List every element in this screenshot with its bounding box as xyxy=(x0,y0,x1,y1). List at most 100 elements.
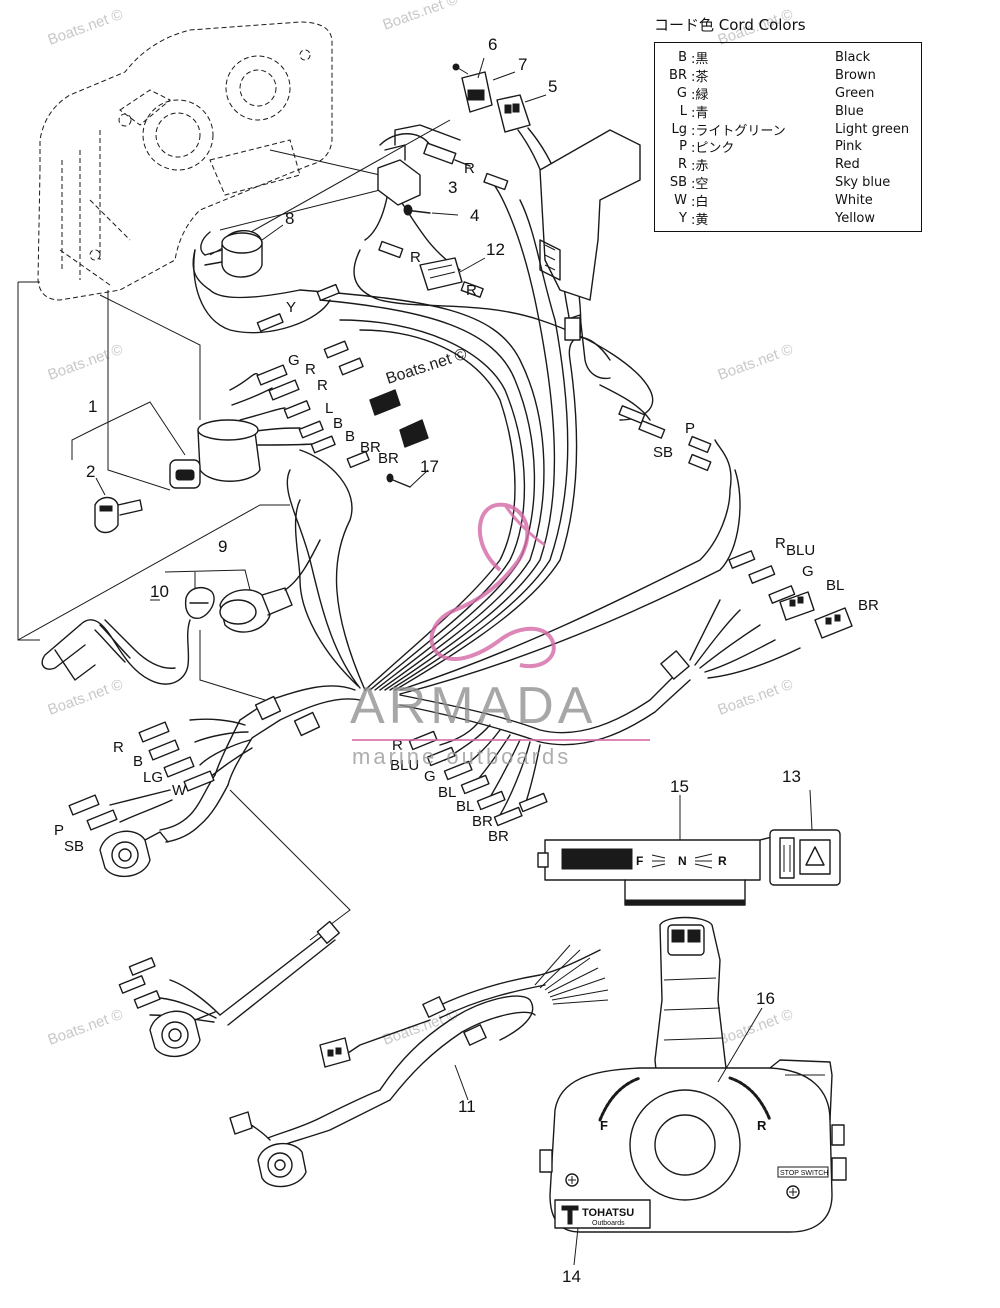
tohatsu-logo: TOHATSU xyxy=(582,1207,634,1219)
wire-label-bl: BL xyxy=(826,577,844,594)
brand-name: ARMADA xyxy=(350,677,597,735)
watermark: Boats.net © xyxy=(716,1006,796,1049)
wire-label-g: G xyxy=(802,563,814,580)
wire-label-sb: SB xyxy=(653,444,673,461)
lanyard-part-10 xyxy=(41,586,215,685)
engine-housing-outline xyxy=(37,21,333,301)
wire-label-br: BR xyxy=(472,813,493,830)
wire-label-br: BR xyxy=(360,439,381,456)
legend-code: Lg xyxy=(671,121,688,137)
wire-label-g: G xyxy=(288,352,300,369)
callout-14: 14 xyxy=(562,1267,581,1286)
legend-english: Yellow xyxy=(835,210,876,226)
wire-label-b: B xyxy=(133,753,143,770)
callout-5: 5 xyxy=(548,77,557,96)
brand-tagline: marine outboards xyxy=(352,744,572,769)
cord-color-legend: B :黒 Black BR :茶 Brown G :緑 Green L :青 B… xyxy=(654,42,922,232)
callout-9: 9 xyxy=(218,537,227,556)
wire-labels: R R R Y G R R L B B BR BR P SB R BLU G B… xyxy=(54,160,879,855)
watermark: Boats.net © xyxy=(46,341,126,384)
legend-row: B :黒 Black xyxy=(665,49,913,67)
watermark: Boats.net © xyxy=(46,1006,126,1049)
shift-neutral-label: N xyxy=(678,854,687,868)
wire-label-sb: SB xyxy=(64,838,84,855)
legend-row: Lg :ライトグリーン Light green xyxy=(665,120,913,139)
wire-label-r: R xyxy=(410,249,421,266)
brand-logo-mark xyxy=(429,502,556,669)
legend-english: Light green xyxy=(835,121,910,137)
watermark-dark: Boats.net © xyxy=(384,346,469,388)
relay-part-3 xyxy=(377,124,509,206)
harness-bundle-left xyxy=(68,685,361,941)
wire-label-blu: BLU xyxy=(786,542,815,559)
terminal-part-17 xyxy=(386,469,429,488)
callout-2: 2 xyxy=(86,462,95,481)
legend-code: L xyxy=(679,103,687,119)
wire-label-r: R xyxy=(113,739,124,756)
remote-control-part-16: F R STOP SWITCH TOHATSU Outboards xyxy=(539,916,847,1266)
legend-english: Brown xyxy=(835,68,876,84)
callout-numbers: 1 2 3 4 5 6 7 8 9 10 11 12 13 14 15 16 1… xyxy=(86,35,801,1286)
callout-6: 6 xyxy=(488,35,497,54)
legend-code: R xyxy=(677,157,687,173)
legend-title: コード色 Cord Colors xyxy=(654,16,806,34)
stop-switch-part-9 xyxy=(164,539,321,633)
harness-bundle-right xyxy=(399,550,853,827)
legend-english: Red xyxy=(835,157,860,173)
wire-label-w: W xyxy=(172,782,187,799)
legend-japanese: :赤 xyxy=(691,159,709,175)
legend-english: Green xyxy=(835,85,875,101)
trim-switch-part-13 xyxy=(769,789,841,886)
legend-code: W xyxy=(674,192,687,208)
wire-label-br: BR xyxy=(488,828,509,845)
legend-code: SB xyxy=(669,174,687,190)
wire-label-b: B xyxy=(333,415,343,432)
legend-english: Black xyxy=(835,50,871,66)
legend-code: G xyxy=(676,85,687,101)
tohatsu-logo-sub: Outboards xyxy=(592,1220,625,1227)
wire-label-blu: BLU xyxy=(390,757,419,774)
wire-label-br: BR xyxy=(858,597,879,614)
wire-label-r: R xyxy=(317,377,328,394)
callout-8: 8 xyxy=(285,209,294,228)
legend-english: Pink xyxy=(835,139,862,155)
callout-15: 15 xyxy=(670,777,689,796)
legend-japanese: :空 xyxy=(691,176,709,192)
wire-label-bl: BL xyxy=(438,784,456,801)
legend-japanese: :茶 xyxy=(691,70,709,86)
wire-label-b: B xyxy=(345,428,355,445)
watermark: Boats.net © xyxy=(716,341,796,384)
mounting-leader-lines xyxy=(17,119,451,701)
watermark: Boats.net © xyxy=(716,676,796,719)
wire-label-r: R xyxy=(464,160,475,177)
legend-code: BR xyxy=(669,68,687,84)
wire-label-r: R xyxy=(392,737,403,754)
legend-japanese: :黒 xyxy=(691,52,709,68)
callout-17: 17 xyxy=(420,457,439,476)
callout-12: 12 xyxy=(486,240,505,259)
callout-1: 1 xyxy=(88,397,97,416)
legend-english: White xyxy=(835,192,873,208)
key-part-2 xyxy=(94,477,143,534)
callout-3: 3 xyxy=(448,178,457,197)
wire-connectors-cluster xyxy=(229,283,429,469)
legend-english: Blue xyxy=(835,103,864,119)
callout-10: 10 xyxy=(150,582,169,601)
legend-japanese: :ライトグリーン xyxy=(691,123,786,139)
remote-reverse-label: R xyxy=(757,1118,767,1133)
shift-plate-part-15: F N R xyxy=(537,795,781,906)
stop-switch-text: STOP SWITCH xyxy=(780,1170,828,1177)
legend-row: P :ピンク Pink xyxy=(665,138,913,156)
harness-part-11 xyxy=(229,944,609,1188)
legend-row: G :緑 Green xyxy=(665,85,913,103)
watermark: Boats.net © xyxy=(46,6,126,49)
legend-japanese: :ピンク xyxy=(691,141,735,157)
wire-label-p: P xyxy=(685,420,695,437)
legend-japanese: :緑 xyxy=(691,88,709,103)
watermark: Boats.net © xyxy=(381,0,461,34)
shift-forward-label: F xyxy=(636,854,643,868)
wire-label-y: Y xyxy=(286,299,296,316)
wire-label-bl: BL xyxy=(456,798,474,815)
